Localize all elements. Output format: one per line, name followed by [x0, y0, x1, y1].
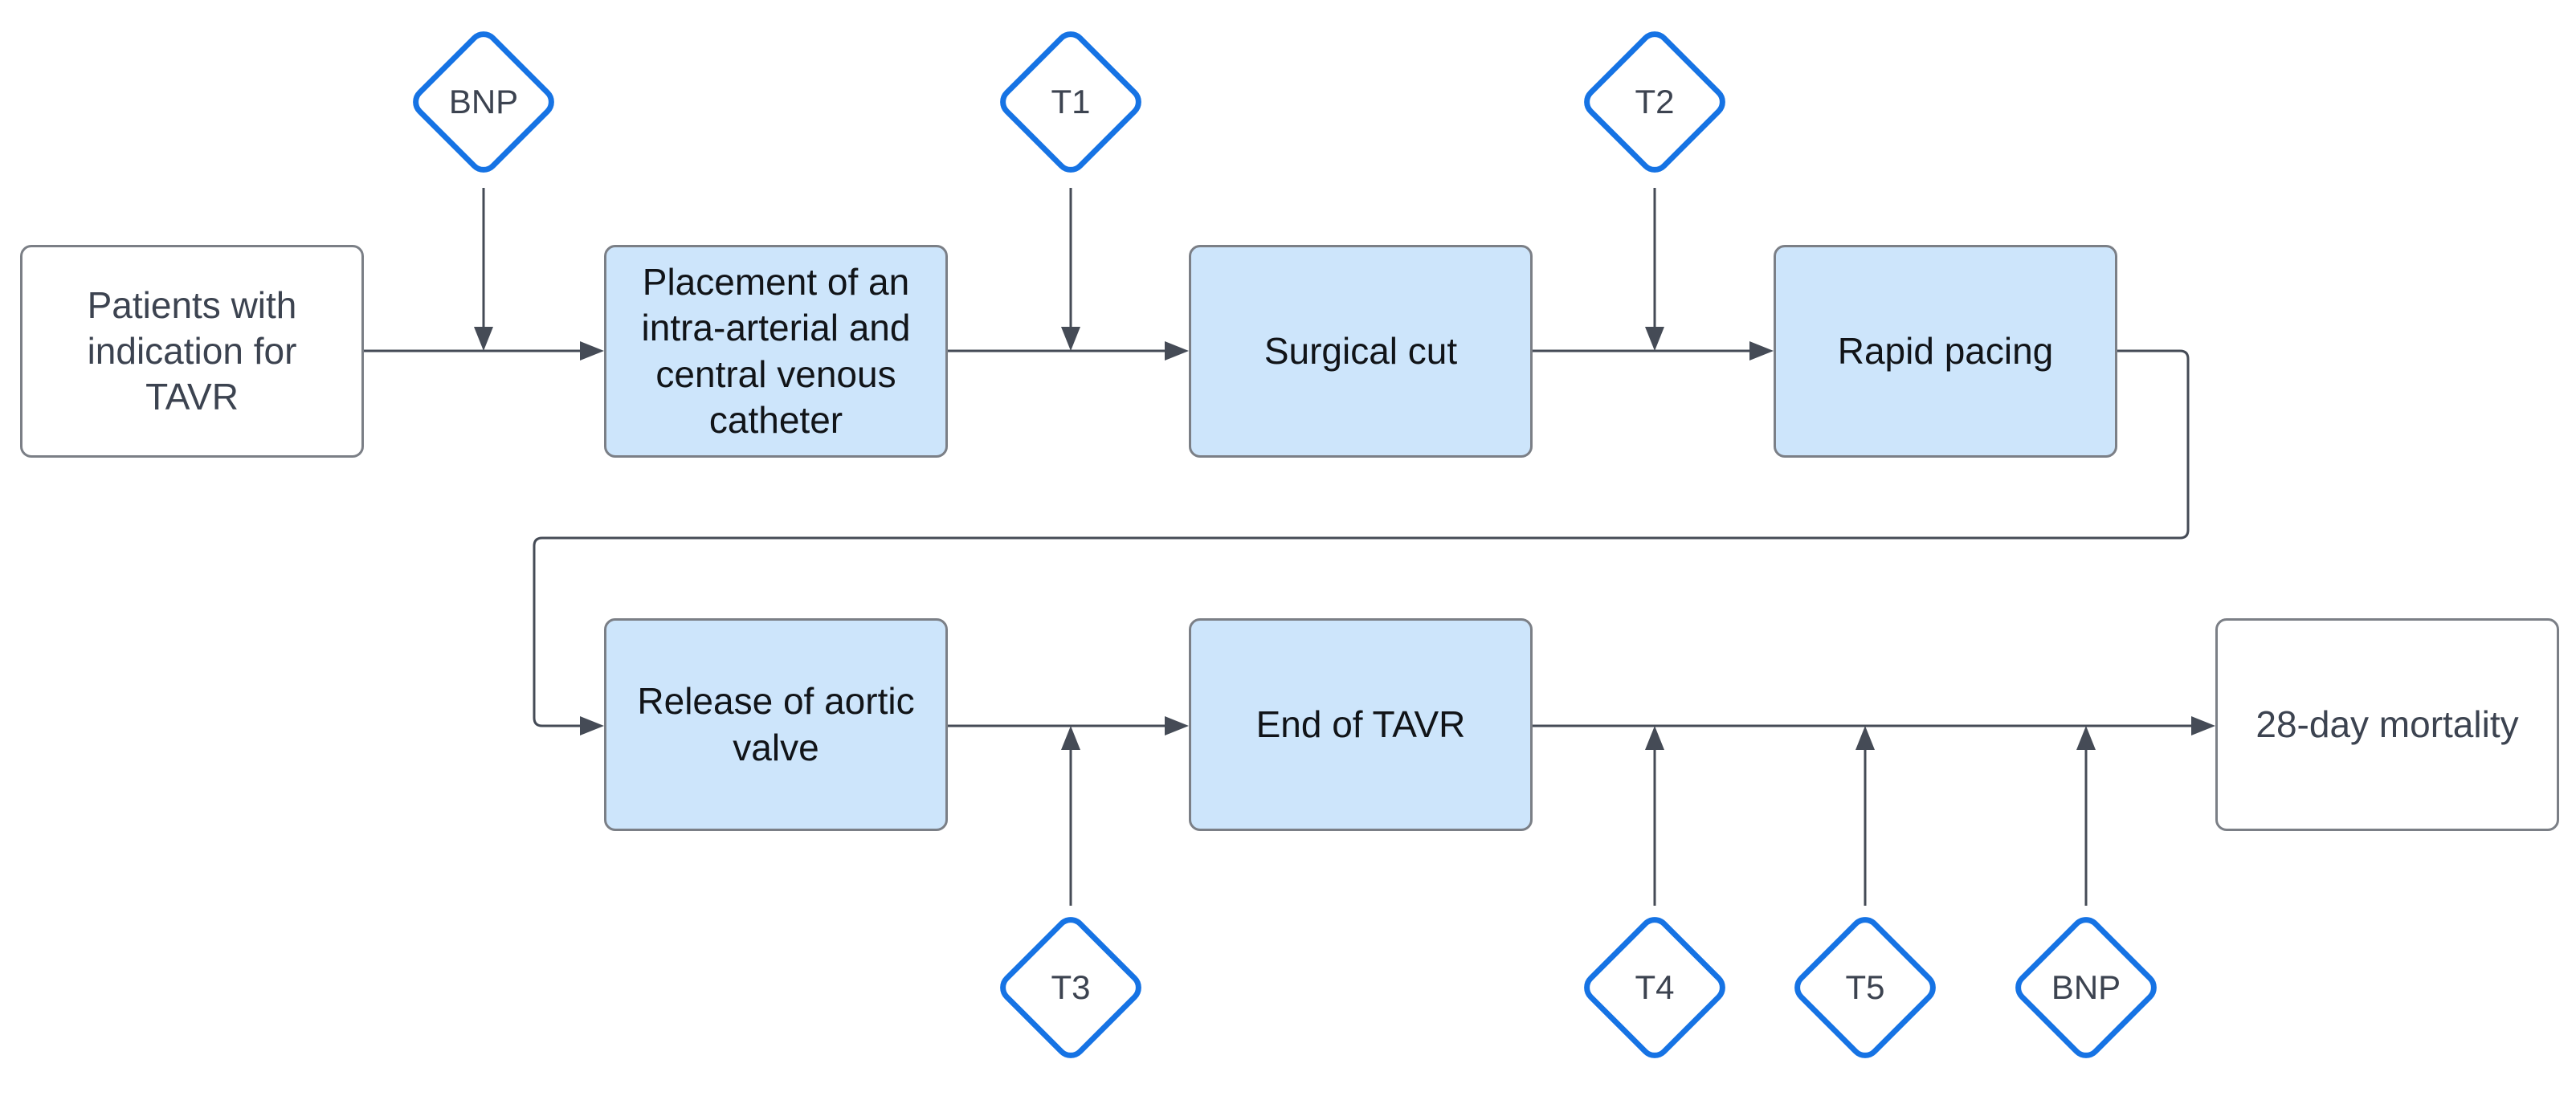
arrowhead	[1749, 341, 1774, 361]
box-text-line: Placement of an	[642, 261, 910, 304]
box-text-line: Patients with	[87, 283, 297, 326]
marker-label: BNP	[2051, 968, 2121, 1006]
box-text-line: valve	[733, 726, 819, 768]
box-release: Release of aortic valve	[604, 618, 948, 831]
arrowhead	[1165, 716, 1189, 735]
marker-label: T1	[1051, 83, 1091, 120]
box-mortality: 28-day mortality	[2215, 618, 2559, 831]
box-text-line: catheter	[708, 398, 843, 441]
box-text-line: Rapid pacing	[1837, 329, 2054, 372]
marker-t3: T3	[989, 906, 1153, 1070]
marker-bnp-top: BNP	[402, 20, 565, 184]
box-patients: Patients with indication for TAVR	[20, 245, 364, 458]
arrowhead	[580, 716, 604, 735]
arrowhead	[2076, 726, 2096, 750]
marker-label: T3	[1051, 968, 1091, 1006]
arrowhead	[580, 341, 604, 361]
marker-t1: T1	[989, 20, 1153, 184]
box-text-line: central venous	[655, 352, 896, 395]
arrowhead	[1645, 726, 1664, 750]
arrowhead	[2191, 716, 2215, 735]
connector-pacing-release	[533, 349, 2190, 727]
box-surgical-cut: Surgical cut	[1189, 245, 1533, 458]
box-text-line: indication for	[87, 329, 297, 372]
arrowhead	[474, 327, 493, 351]
arrowhead	[1855, 726, 1875, 750]
box-placement: Placement of an intra-arterial and centr…	[604, 245, 948, 458]
arrowhead	[1061, 726, 1080, 750]
arrowhead	[1165, 341, 1189, 361]
marker-t2: T2	[1573, 20, 1737, 184]
box-text-line: TAVR	[145, 376, 239, 418]
arrowhead	[1645, 327, 1664, 351]
marker-t4: T4	[1573, 906, 1737, 1070]
box-text-line: End of TAVR	[1255, 703, 1466, 745]
box-end-tavr: End of TAVR	[1189, 618, 1533, 831]
box-text-line: Surgical cut	[1264, 329, 1458, 372]
arrowhead	[1061, 327, 1080, 351]
marker-label: T4	[1635, 968, 1675, 1006]
marker-label: T2	[1635, 83, 1675, 120]
marker-t5: T5	[1783, 906, 1947, 1070]
marker-bnp-bottom: BNP	[2004, 906, 2168, 1070]
box-rapid-pacing: Rapid pacing	[1774, 245, 2117, 458]
box-text-line: Release of aortic	[637, 680, 915, 723]
marker-label: BNP	[448, 83, 519, 120]
box-text-line: 28-day mortality	[2256, 703, 2519, 745]
box-text-line: intra-arterial and	[641, 307, 911, 349]
marker-label: T5	[1845, 968, 1885, 1006]
